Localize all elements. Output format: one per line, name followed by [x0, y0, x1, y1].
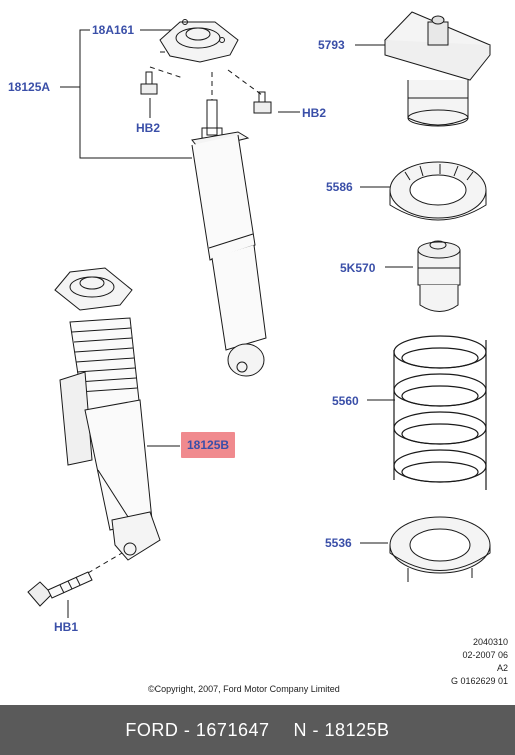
callout-5K570[interactable]: 5K570: [340, 261, 376, 275]
diagram-drawing: [27, 11, 491, 618]
footer-ford-part-number: FORD - 1671647: [125, 719, 270, 740]
callout-5586[interactable]: 5586: [326, 180, 353, 194]
part-5586-drawing: [389, 161, 487, 221]
lower-damper-drawing: [54, 267, 161, 561]
bolt-HB1-drawing: [27, 571, 93, 607]
callout-18125A[interactable]: 18125A: [8, 80, 51, 94]
footer-n-part-number: N - 18125B: [293, 719, 390, 740]
part-5793-drawing: [384, 11, 491, 127]
callout-18125B-highlighted[interactable]: 18125B: [181, 432, 236, 458]
reference-line-3: A2: [496, 663, 508, 673]
callout-18A161[interactable]: 18A161: [92, 23, 135, 37]
bolts-HB2: [140, 71, 272, 114]
top-mount-drawing: [159, 19, 239, 63]
callout-5536[interactable]: 5536: [325, 536, 352, 550]
callout-HB2-left[interactable]: HB2: [136, 121, 161, 135]
reference-line-4: G 0162629 01: [450, 676, 508, 686]
copyright-notice: ©Copyright, 2007, Ford Motor Company Lim…: [148, 684, 340, 694]
callout-HB2-right[interactable]: HB2: [302, 106, 327, 120]
callout-5793[interactable]: 5793: [318, 38, 345, 52]
drawing-reference-block: 2040310 02-2007 06 A2 G 0162629 01: [451, 636, 508, 688]
upper-damper-drawing: [191, 99, 267, 377]
reference-line-2: 02-2007 06: [462, 650, 508, 660]
part-5536-drawing: [389, 516, 491, 582]
part-5560-drawing: [393, 335, 487, 490]
parts-diagram: 18A161 18125A HB2 HB2 5793 5586 5K570 55…: [8, 11, 508, 694]
callout-HB1[interactable]: HB1: [54, 620, 79, 634]
reference-line-1: 2040310: [472, 637, 508, 647]
callout-5560[interactable]: 5560: [332, 394, 359, 408]
part-number-footer: FORD - 1671647 N - 18125B: [0, 705, 515, 755]
part-5K570-drawing: [417, 240, 461, 312]
bracket-18125A: [60, 29, 192, 159]
